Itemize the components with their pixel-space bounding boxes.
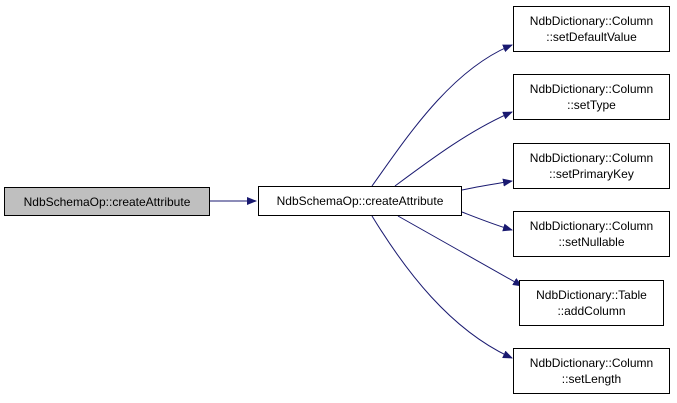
node-set-default-value-line1: NdbDictionary::Column <box>529 14 654 28</box>
node-set-type-line2: ::setType <box>567 98 616 112</box>
node-add-column[interactable]: NdbDictionary::Table ::addColumn <box>519 280 664 326</box>
edge-center-to-set-default-value <box>371 44 513 187</box>
node-set-nullable[interactable]: NdbDictionary::Column ::setNullable <box>513 211 670 257</box>
node-set-nullable-line2: ::setNullable <box>558 235 625 249</box>
node-center[interactable]: NdbSchemaOp::createAttribute <box>258 186 462 216</box>
edge-center-to-add-column <box>397 215 523 287</box>
node-set-type[interactable]: NdbDictionary::Column ::setType <box>513 74 670 120</box>
node-caller: NdbSchemaOp::createAttribute <box>4 187 210 216</box>
node-set-primary-key[interactable]: NdbDictionary::Column ::setPrimaryKey <box>513 143 670 189</box>
node-set-nullable-line1: NdbDictionary::Column <box>529 219 654 233</box>
edge-center-to-set-primary-key <box>461 178 513 191</box>
node-set-length-line1: NdbDictionary::Column <box>529 356 654 370</box>
node-caller-label: NdbSchemaOp::createAttribute <box>23 194 191 209</box>
node-set-default-value-line2: ::setDefaultValue <box>546 30 637 44</box>
node-add-column-line2: ::addColumn <box>557 304 626 318</box>
node-center-label: NdbSchemaOp::createAttribute <box>276 194 444 208</box>
edge-center-to-set-length <box>371 215 513 359</box>
node-add-column-line1: NdbDictionary::Table <box>536 288 647 302</box>
node-set-length-line2: ::setLength <box>561 372 622 386</box>
node-set-primary-key-line2: ::setPrimaryKey <box>549 167 634 181</box>
node-set-type-line1: NdbDictionary::Column <box>529 82 654 96</box>
node-set-length[interactable]: NdbDictionary::Column ::setLength <box>513 348 670 394</box>
edge-center-to-set-nullable <box>461 211 513 232</box>
node-set-primary-key-line1: NdbDictionary::Column <box>529 151 654 165</box>
edge-center-to-set-type <box>394 111 513 187</box>
node-set-default-value[interactable]: NdbDictionary::Column ::setDefaultValue <box>513 6 670 52</box>
